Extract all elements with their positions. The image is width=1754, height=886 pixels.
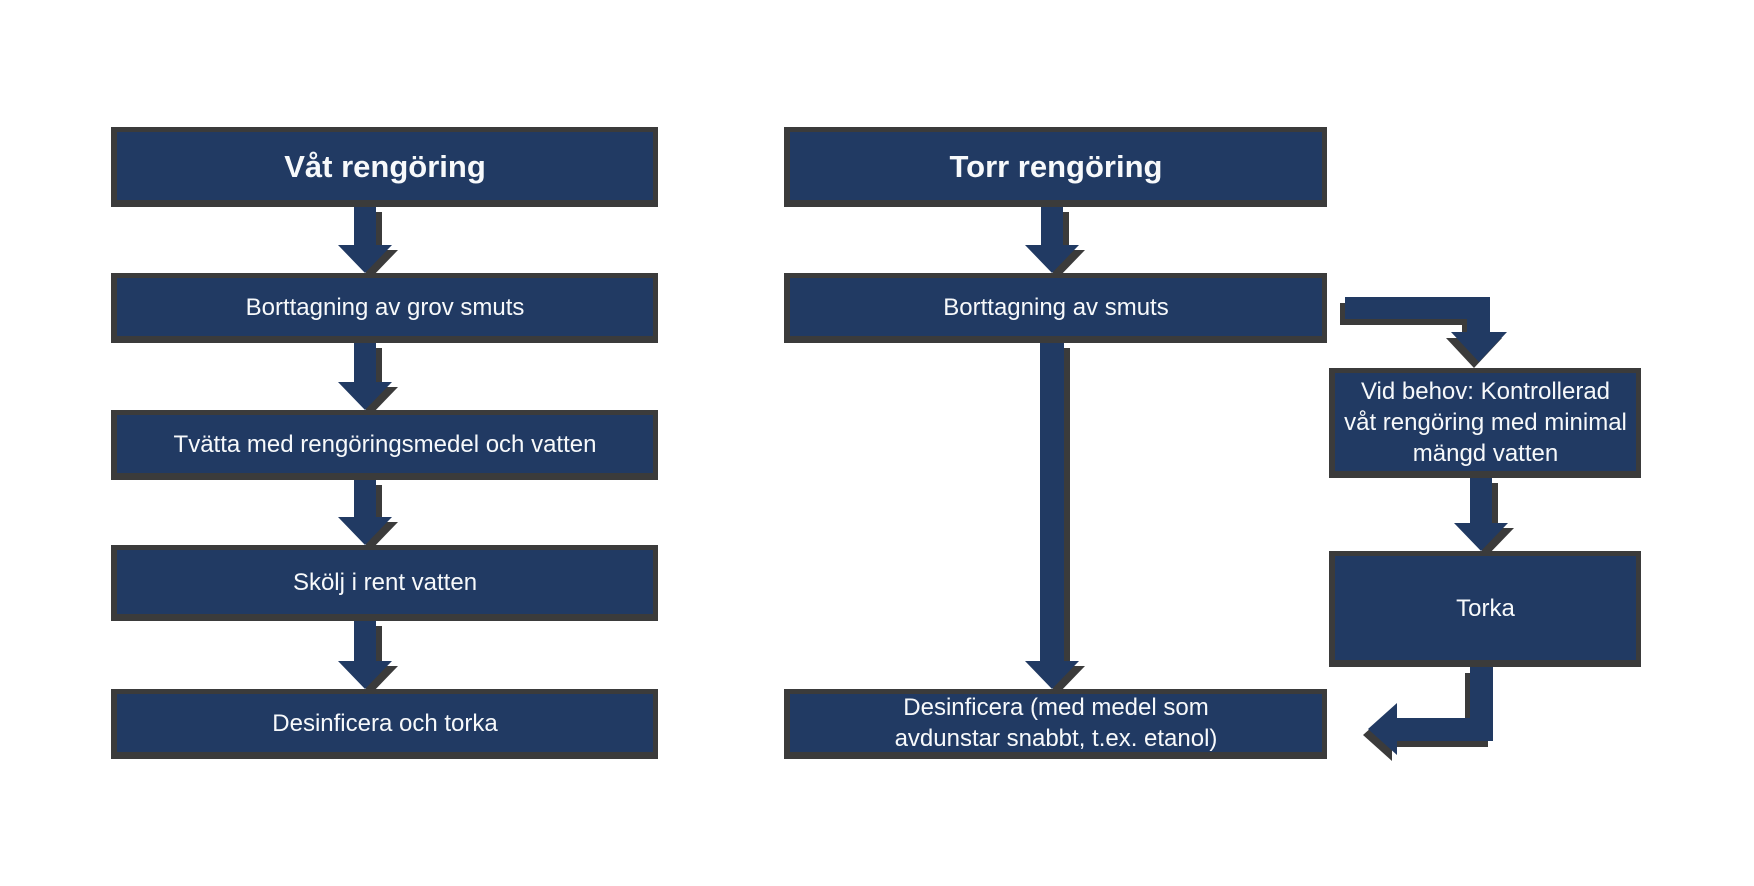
wet-step-rinse-clean-water: Skölj i rent vatten (111, 545, 658, 621)
elbow-down-left-arrow-icon (1368, 667, 1493, 755)
wet-step-remove-coarse-dirt: Borttagning av grov smuts (111, 273, 658, 343)
wet-step-disinfect-and-dry: Desinficera och torka (111, 689, 658, 759)
down-arrow-icon (338, 343, 392, 410)
down-arrow-icon (338, 621, 392, 689)
dry-column-header: Torr rengöring (784, 127, 1327, 207)
wet-step-wash-detergent-water: Tvätta med rengöringsmedel och vatten (111, 410, 658, 480)
dry-step-remove-dirt: Borttagning av smuts (784, 273, 1327, 343)
down-arrow-icon (338, 207, 392, 273)
side-step-dry: Torka (1329, 551, 1641, 667)
wet-column-header: Våt rengöring (111, 127, 658, 207)
long-down-arrow-icon (1025, 343, 1079, 689)
down-arrow-icon (1025, 207, 1079, 273)
down-arrow-icon (338, 480, 392, 545)
dry-step-disinfect-fast-evaporating: Desinficera (med medel som avdunstar sna… (784, 689, 1327, 759)
elbow-right-down-arrow-icon (1345, 297, 1507, 362)
side-step-controlled-wet-cleaning: Vid behov: Kontrollerad våt rengöring me… (1329, 368, 1641, 478)
down-arrow-icon (1454, 478, 1508, 551)
